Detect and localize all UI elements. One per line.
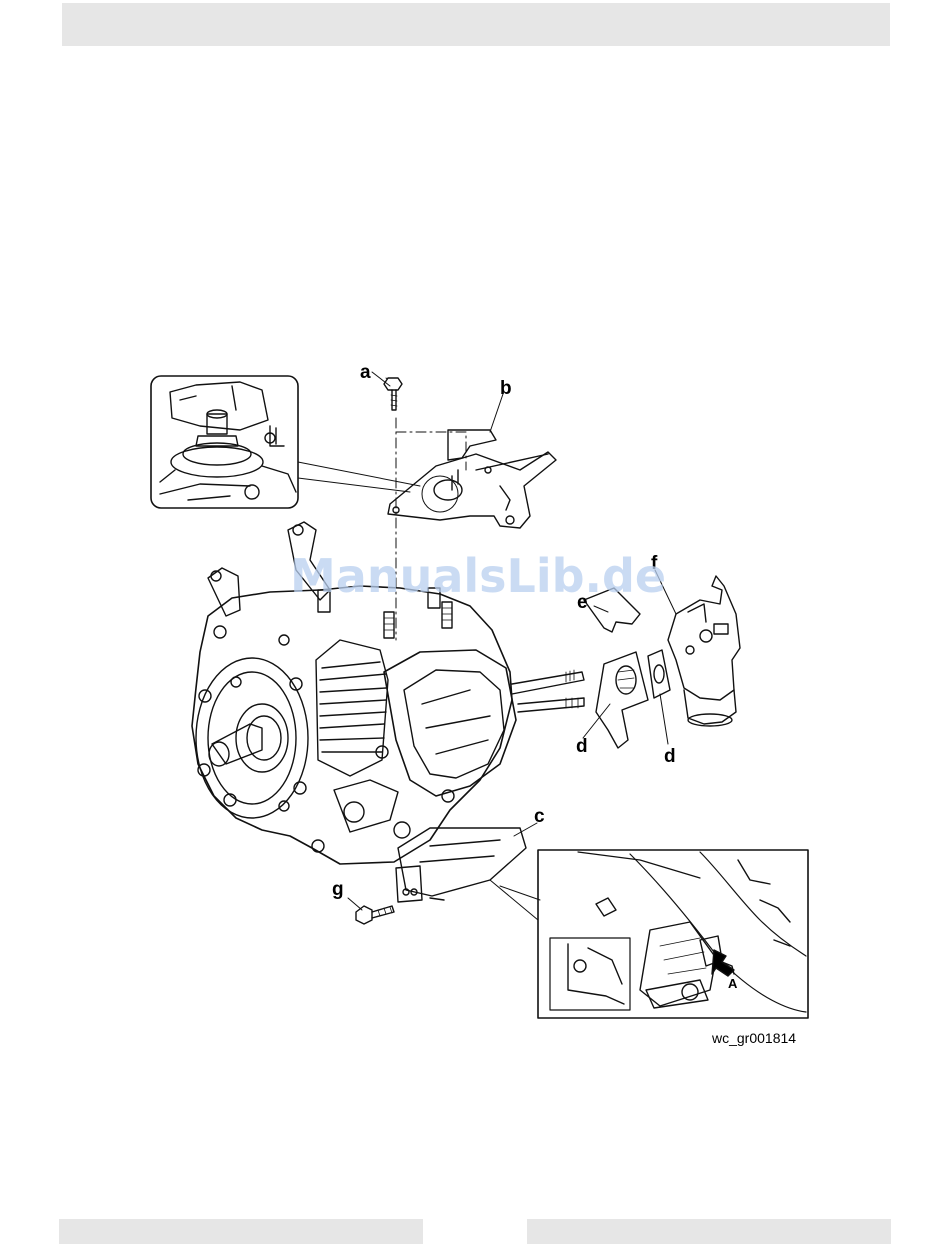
carburetor-f xyxy=(668,576,740,726)
footer-bar-left xyxy=(59,1219,423,1244)
callout-label-a: a xyxy=(360,362,371,383)
governor-detail-inset xyxy=(151,376,298,508)
deflector-c xyxy=(396,828,526,902)
callout-label-g: g xyxy=(332,879,344,900)
figure-id: wc_gr001814 xyxy=(712,1030,796,1046)
inset-arrow-label: A xyxy=(728,976,738,991)
gasket-d xyxy=(648,650,670,698)
footer-bar-right xyxy=(527,1219,891,1244)
callout-label-c: c xyxy=(534,806,545,827)
bolt-g xyxy=(356,906,394,924)
deflector-detail-inset xyxy=(538,850,808,1018)
callout-label-b: b xyxy=(500,378,512,399)
callout-label-d-right: d xyxy=(664,746,676,767)
callout-label-d-left: d xyxy=(576,736,588,757)
governor-bracket-b xyxy=(388,430,556,528)
watermark: ManualsLib.de xyxy=(290,549,666,603)
